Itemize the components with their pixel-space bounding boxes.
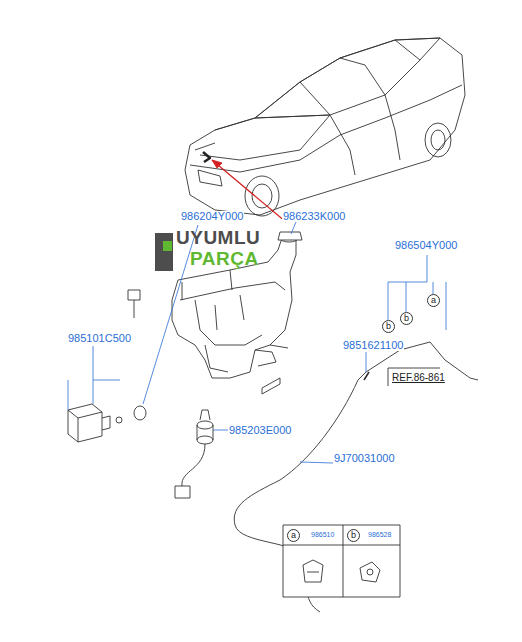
part-number: 986204Y000 bbox=[180, 211, 244, 222]
part-number: 9851621100 bbox=[342, 340, 404, 351]
part-number: 986504Y000 bbox=[394, 240, 458, 251]
watermark: UYUMLU bbox=[176, 228, 260, 247]
part-number: 985101C500 bbox=[67, 333, 132, 344]
callout-letter: b bbox=[382, 320, 395, 333]
part-number: 9J70031000 bbox=[333, 453, 396, 464]
callout-letter: a bbox=[427, 294, 440, 307]
reference-note: REF.86-861 bbox=[391, 373, 446, 383]
callout-letter: b bbox=[400, 312, 413, 325]
callout-letter: a bbox=[287, 529, 300, 542]
watermark: PARÇA bbox=[190, 249, 259, 268]
part-number: 986528 bbox=[368, 531, 391, 538]
part-number: 986510 bbox=[311, 531, 334, 538]
part-number: 985203E000 bbox=[228, 425, 292, 436]
callout-letter: b bbox=[347, 529, 360, 542]
part-number: 986233K000 bbox=[282, 211, 346, 222]
